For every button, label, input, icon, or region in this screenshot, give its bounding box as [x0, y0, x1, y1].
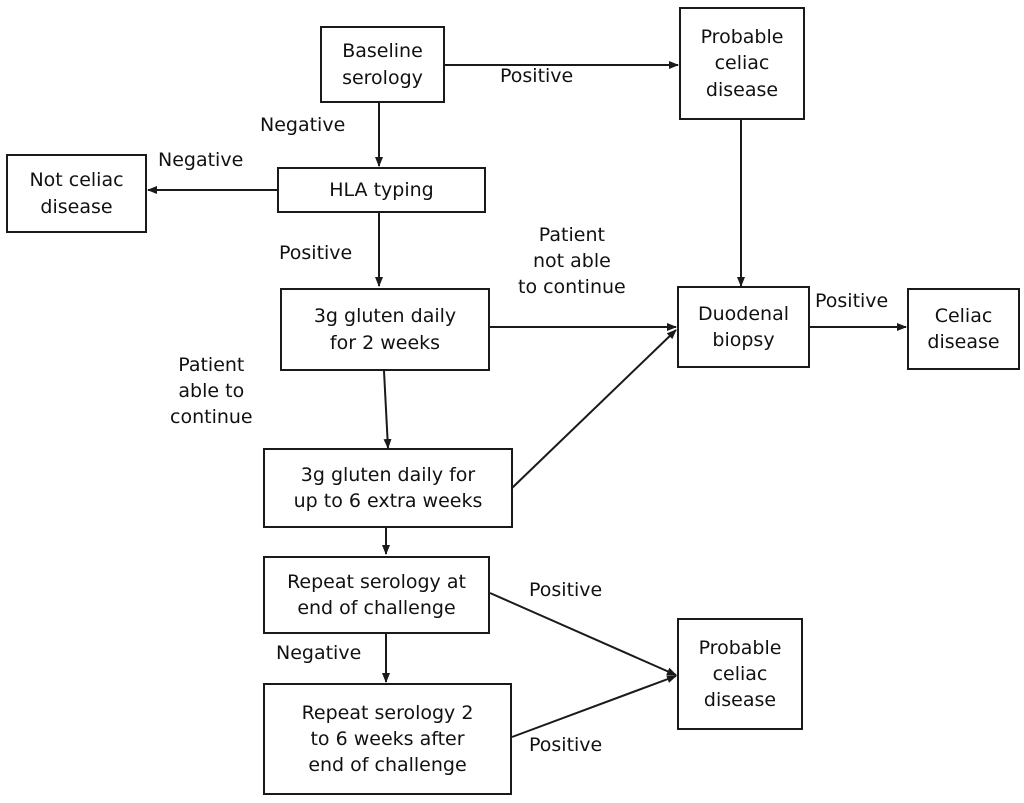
repeat-after-positive-label: Positive — [529, 734, 603, 756]
repeat-end-positive-label: Positive — [529, 579, 603, 601]
baseline-positive-label: Positive — [500, 65, 574, 87]
repeat-serology-after-box: Repeat serology 2 to 6 weeks after end o… — [263, 683, 512, 795]
probable-celiac-top-box: Probable celiac disease — [679, 7, 805, 120]
hla-typing-box: HLA typing — [277, 167, 486, 213]
not-able-label: Patient not able to continue — [518, 224, 626, 299]
arrow-repeat-end-to-probable — [489, 592, 677, 676]
repeat-end-negative-label: Negative — [276, 642, 362, 664]
arrow-gluten-6wk-to-biopsy — [511, 329, 677, 489]
probable-celiac-bottom-box: Probable celiac disease — [677, 618, 803, 730]
biopsy-positive-label: Positive — [815, 290, 889, 312]
arrow-gluten-2wk-to-6wk — [383, 370, 392, 449]
repeat-serology-end-box: Repeat serology at end of challenge — [263, 556, 490, 634]
hla-positive-label: Positive — [279, 242, 353, 264]
gluten-2-weeks-box: 3g gluten daily for 2 weeks — [280, 288, 490, 371]
baseline-serology-box: Baseline serology — [320, 26, 445, 103]
baseline-negative-label: Negative — [260, 114, 346, 136]
celiac-disease-box: Celiac disease — [907, 288, 1020, 370]
hla-negative-label: Negative — [158, 149, 244, 171]
gluten-6-weeks-box: 3g gluten daily for up to 6 extra weeks — [263, 448, 513, 528]
duodenal-biopsy-box: Duodenal biopsy — [677, 286, 810, 368]
not-celiac-box: Not celiac disease — [6, 154, 147, 233]
arrow-repeat-after-to-probable — [511, 675, 677, 738]
able-label: Patient able to continue — [170, 354, 253, 429]
